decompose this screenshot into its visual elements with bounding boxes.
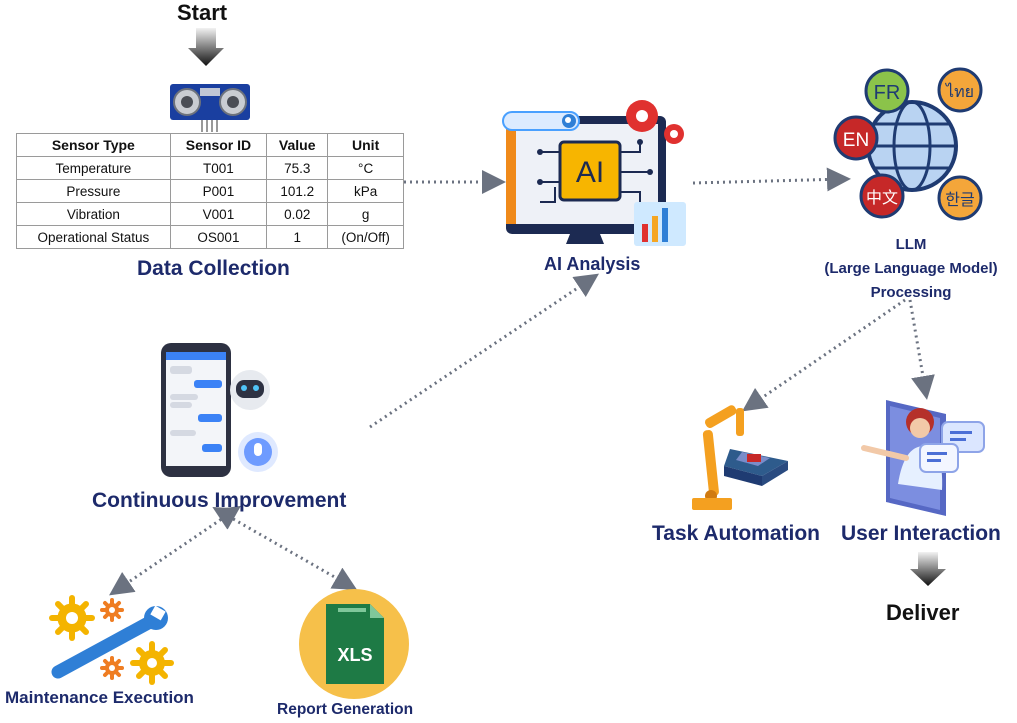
- table-cell: (On/Off): [327, 225, 404, 249]
- lang-ko: 한글: [945, 190, 974, 209]
- chatbot-phone-icon: [161, 343, 278, 477]
- xls-file-icon: XLS: [299, 589, 409, 699]
- llm-label-line1: LLM: [895, 236, 927, 253]
- table-row: Operational Status OS001 1 (On/Off): [16, 225, 404, 249]
- xls-text: XLS: [337, 645, 372, 665]
- data-collection-label: Data Collection: [137, 257, 290, 280]
- table-cell: V001: [169, 202, 268, 226]
- ai-chip-text: AI: [576, 156, 604, 189]
- table-cell: 1: [266, 225, 329, 249]
- llm-label-line2: (Large Language Model): [824, 260, 998, 277]
- table-cell: Pressure: [16, 179, 171, 203]
- arrow-improvement-to-ai: [369, 273, 599, 429]
- table-row: Vibration V001 0.02 g: [16, 202, 404, 226]
- continuous-improvement-label: Continuous Improvement: [92, 489, 347, 512]
- ai-analysis-label: AI Analysis: [544, 254, 641, 274]
- lang-th: ไทย: [944, 82, 974, 101]
- lang-bubble-fr: FR: [864, 68, 910, 114]
- table-cell: 101.2: [266, 179, 329, 203]
- ai-monitor-icon: AI: [502, 100, 686, 246]
- task-automation-label: Task Automation: [652, 522, 821, 545]
- robot-arm-icon: [692, 405, 788, 510]
- table-header-row: Sensor Type Sensor ID Value Unit: [16, 133, 404, 157]
- report-generation-label: Report Generation: [277, 701, 414, 718]
- arrow-improvement-maintenance: [109, 505, 241, 596]
- down-arrow-icon: [188, 28, 224, 66]
- table-cell: g: [327, 202, 404, 226]
- lang-bubble-en: EN: [833, 115, 879, 161]
- table-cell: T001: [169, 156, 268, 180]
- llm-label: LLM (Large Language Model) Processing: [800, 233, 1017, 305]
- sensor-data-table: Sensor Type Sensor ID Value Unit Tempera…: [16, 133, 404, 249]
- globe-language-icon: FR ไทย EN 中文 한글: [833, 67, 983, 221]
- column-header: Sensor Type: [16, 133, 171, 157]
- llm-label-line3: Processing: [870, 284, 952, 301]
- lang-bubble-zh: 中文: [859, 173, 905, 219]
- arrow-llm-to-user: [908, 299, 935, 400]
- deliver-label: Deliver: [886, 600, 960, 625]
- table-cell: OS001: [169, 225, 268, 249]
- arrow-improvement-report: [212, 507, 358, 590]
- table-cell: P001: [169, 179, 268, 203]
- arrow-ai-to-llm: [692, 167, 851, 192]
- user-chat-icon: [861, 400, 985, 516]
- user-interaction-label: User Interaction: [841, 522, 1001, 545]
- table-cell: °C: [327, 156, 404, 180]
- table-cell: kPa: [327, 179, 404, 203]
- column-header: Sensor ID: [169, 133, 268, 157]
- arrow-llm-to-task: [742, 298, 906, 412]
- table-row: Temperature T001 75.3 °C: [16, 156, 404, 180]
- column-header: Value: [266, 133, 329, 157]
- table-cell: 75.3: [266, 156, 329, 180]
- lang-bubble-th: ไทย: [937, 67, 983, 113]
- table-cell: Vibration: [16, 202, 171, 226]
- column-header: Unit: [327, 133, 404, 157]
- wrench-gears-icon: [49, 595, 174, 685]
- lang-bubble-ko: 한글: [937, 175, 983, 221]
- maintenance-execution-label: Maintenance Execution: [5, 688, 194, 707]
- lang-en: EN: [843, 130, 869, 151]
- table-row: Pressure P001 101.2 kPa: [16, 179, 404, 203]
- down-arrow-icon: [910, 552, 946, 586]
- start-label: Start: [177, 0, 228, 25]
- table-cell: Operational Status: [16, 225, 171, 249]
- ultrasonic-sensor-icon: [170, 84, 250, 132]
- table-cell: 0.02: [266, 202, 329, 226]
- lang-fr: FR: [874, 82, 901, 104]
- table-cell: Temperature: [16, 156, 171, 180]
- lang-zh: 中文: [866, 188, 898, 207]
